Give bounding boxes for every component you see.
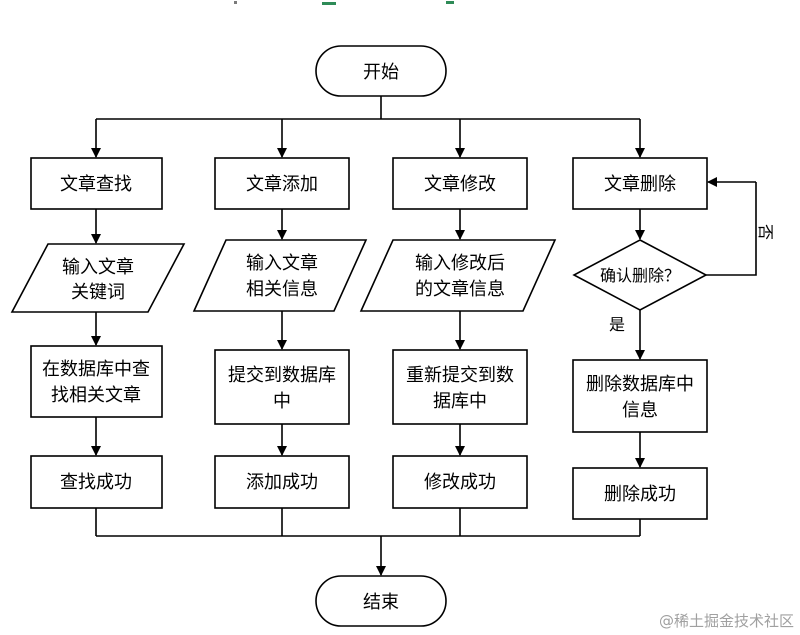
modify-input-line2: 的文章信息 — [415, 279, 505, 300]
modify-header-box — [392, 157, 528, 210]
add-input-line1: 输入文章 — [246, 253, 318, 274]
modify-header-label: 文章修改 — [424, 174, 496, 195]
search-input-line1: 输入文章 — [62, 257, 134, 278]
no-loop-line — [706, 182, 757, 276]
add-result-label: 添加成功 — [246, 472, 318, 493]
add-result-box — [214, 455, 350, 509]
column-delete: 文章删除 确认删除？ 否 是 删除数据库中 信息 删除成功 — [572, 157, 775, 520]
start-terminator: 开始 — [315, 45, 447, 97]
search-header-label: 文章查找 — [60, 174, 132, 195]
delete-process-line1: 删除数据库中 — [586, 374, 694, 395]
delete-process-box — [572, 359, 708, 433]
watermark: @稀土掘金技术社区 — [659, 612, 794, 630]
add-process-line1: 提交到数据库 — [228, 365, 336, 386]
delete-header-box — [572, 157, 708, 210]
no-label: 否 — [756, 224, 775, 240]
delete-result-label: 删除成功 — [604, 484, 676, 505]
delete-process-line2: 信息 — [622, 400, 658, 421]
add-process-line2: 中 — [273, 391, 291, 412]
column-search: 文章查找 输入文章 关键词 在数据库中查 找相关文章 查找成功 — [10, 157, 186, 509]
search-process-box — [30, 345, 163, 418]
end-label: 结束 — [363, 592, 399, 613]
search-input-parallelogram — [10, 243, 186, 313]
column-add: 文章添加 输入文章 相关信息 提交到数据库 中 添加成功 — [192, 157, 368, 509]
search-process-line2: 找相关文章 — [51, 385, 141, 406]
yes-label: 是 — [609, 315, 625, 334]
end-terminator: 结束 — [315, 575, 447, 627]
top-remnant — [234, 1, 454, 5]
start-label: 开始 — [363, 62, 399, 83]
modify-process-line1: 重新提交到数 — [406, 365, 514, 386]
delete-decision-label: 确认删除？ — [600, 266, 680, 285]
add-input-line2: 相关信息 — [246, 279, 318, 300]
add-input-parallelogram — [192, 239, 368, 312]
add-header-box — [214, 157, 350, 210]
add-header-label: 文章添加 — [246, 174, 318, 195]
modify-result-label: 修改成功 — [424, 472, 496, 493]
modify-process-line2: 据库中 — [433, 391, 487, 412]
search-result-box — [30, 455, 163, 509]
search-result-label: 查找成功 — [60, 472, 132, 493]
search-input-line2: 关键词 — [71, 282, 125, 303]
delete-header-label: 文章删除 — [604, 174, 676, 195]
modify-input-parallelogram — [359, 239, 557, 312]
modify-result-box — [392, 455, 528, 509]
search-header-box — [30, 157, 163, 210]
search-process-line1: 在数据库中查 — [42, 359, 150, 380]
add-process-box — [214, 349, 350, 425]
column-modify: 文章修改 输入修改后 的文章信息 重新提交到数 据库中 修改成功 — [359, 157, 557, 509]
modify-input-line1: 输入修改后 — [415, 253, 505, 274]
delete-result-box — [572, 467, 708, 520]
modify-process-box — [392, 349, 528, 425]
